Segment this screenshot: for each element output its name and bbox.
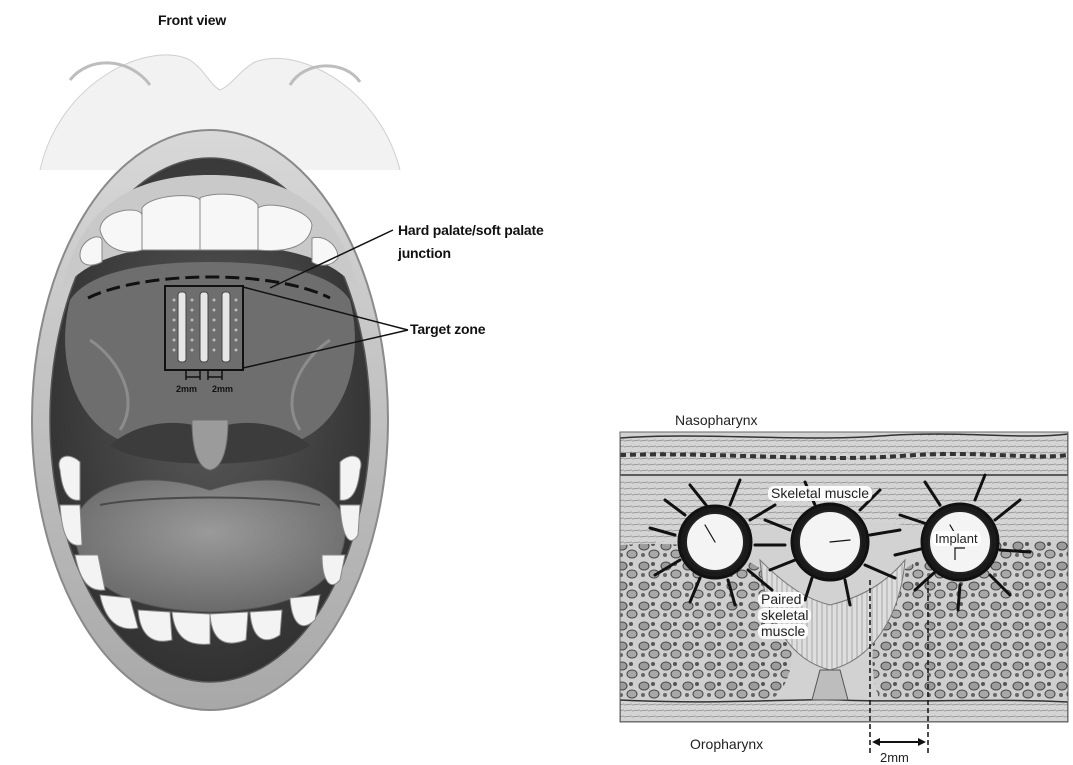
measure-spacing-label: 2mm	[880, 750, 909, 765]
skeletal-muscle-label: Skeletal muscle	[768, 486, 872, 501]
implant-label: Implant	[932, 531, 981, 546]
nasopharynx-label: Nasopharynx	[675, 412, 758, 428]
paired-label-line2: skeletal	[758, 608, 811, 623]
measure-arrowhead-right	[918, 738, 926, 746]
oropharynx-label: Oropharynx	[690, 736, 763, 752]
paired-label-line3: muscle	[758, 624, 808, 639]
paired-label-line1: Paired	[758, 592, 804, 607]
measure-arrowhead-left	[872, 738, 880, 746]
mucosa-bottom	[620, 700, 1068, 722]
